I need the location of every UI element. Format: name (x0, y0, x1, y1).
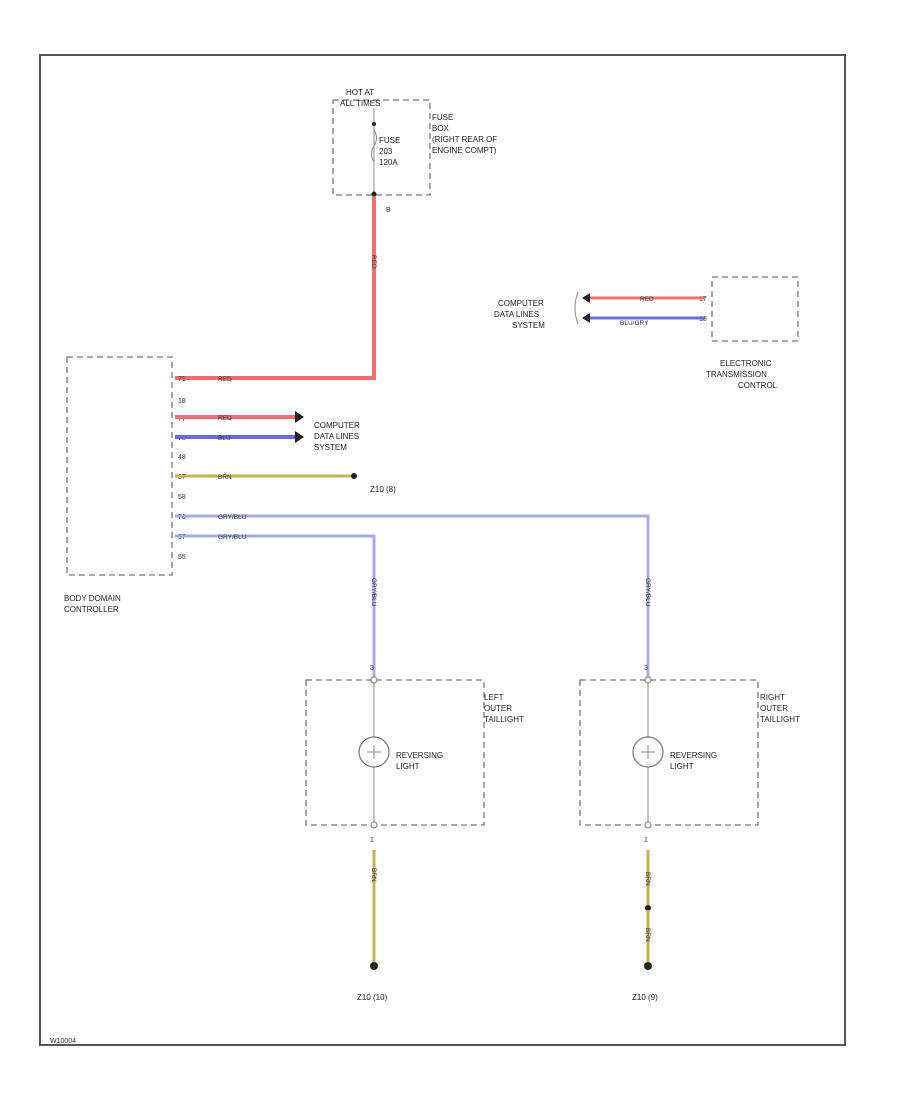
electronic-transmission-control: ELECTRONIC TRANSMISSION CONTROL 17 18 (699, 276, 799, 390)
left-taillight-outline (305, 679, 485, 826)
left-taillight-name: LEFT (484, 693, 504, 702)
etc-outline (711, 276, 799, 342)
left-ground-label: Z10 (10) (357, 993, 388, 1002)
fuse-box-hot-label-2: ALL TIMES (340, 99, 380, 108)
bcm-data-lines-label-3: SYSTEM (314, 443, 347, 452)
fuse-box-terminal-label: B (386, 207, 391, 214)
right-ground-label: Z10 (9) (632, 993, 658, 1002)
bcm-ground-label: Z10 (8) (370, 485, 396, 494)
etc-name-3: CONTROL (738, 381, 778, 390)
fuse-box-location: (RIGHT REAR OF (432, 135, 497, 144)
fuse-top-terminal (372, 122, 376, 126)
wire-right-brn-label: BRN (644, 872, 651, 886)
left-lamp-top-terminal (370, 676, 378, 684)
bcm-data-lines-label: COMPUTER (314, 421, 360, 430)
wire-grybl-left-label: GRY/BLU (218, 534, 247, 541)
fuse-box-outline (332, 99, 431, 196)
bulb-filament-icon (367, 745, 381, 759)
right-taillight-pin-top: 3 (644, 665, 648, 672)
right-lamp-label-2: LIGHT (670, 762, 694, 771)
left-taillight-name-3: TAILLIGHT (484, 715, 524, 724)
wire-etc-blu-label: BLU/GRY (620, 320, 649, 327)
left-lamp-label: REVERSING (396, 751, 443, 760)
bcm-outline (66, 356, 173, 576)
etc-name-2: TRANSMISSION (706, 370, 767, 379)
left-taillight-pin-top: 3 (370, 665, 374, 672)
fuse-box-hot-label: HOT AT (346, 88, 374, 97)
wire-red-feed-label: RED (370, 255, 377, 269)
etc-name: ELECTRONIC (720, 359, 772, 368)
wire-grybl-left (175, 534, 376, 680)
fuse-box-terminal (371, 191, 377, 197)
etc-data-lines-label: COMPUTER (498, 299, 544, 308)
wire-grybl-left-vert-label: GRY/BLU (370, 578, 377, 607)
right-taillight-outline (579, 679, 759, 826)
bcm-pin: 55 (178, 554, 186, 561)
wire-grybl-right-label: GRY/BLU (218, 514, 247, 521)
etc-data-lines-label-3: SYSTEM (512, 321, 545, 330)
diagram-frame (39, 54, 846, 1046)
wire-grybl-right-vert-label: GRY/BLU (644, 578, 651, 607)
arrow-icon (295, 411, 304, 423)
arrow-icon (582, 313, 590, 323)
fuse-box-name-2: BOX (432, 124, 450, 133)
left-ground-point (370, 962, 378, 970)
fuse-number: 203 (379, 147, 393, 156)
wire-right-brn-2-label: BRN (644, 928, 651, 942)
fuse-box: HOT AT ALL TIMES FUSE BOX (RIGHT REAR OF… (332, 88, 497, 214)
fuse-box-name: FUSE (432, 113, 453, 122)
bcm-ground-point (351, 473, 357, 479)
arrow-icon (582, 293, 590, 303)
bcm-name-2: CONTROLLER (64, 605, 119, 614)
wire-bcm-brn-label: BRN (218, 474, 232, 481)
bcm-pin: 18 (178, 398, 186, 405)
wire-bcm-blu-data-label: BLU (218, 435, 231, 442)
right-taillight-pin-bottom: 1 (644, 837, 648, 844)
bcm-pin: 71 (178, 376, 186, 383)
body-domain-controller: BODY DOMAIN CONTROLLER 71 18 77 78 48 37… (64, 356, 186, 614)
wire-red-bcm-label: RED (218, 376, 232, 383)
fuse-icon (371, 129, 377, 163)
right-taillight-name-3: TAILLIGHT (760, 715, 800, 724)
left-taillight-name-2: OUTER (484, 704, 512, 713)
fuse-box-location-2: ENGINE COMPT) (432, 146, 497, 155)
right-ground-point (644, 962, 652, 970)
wire-red-feed (175, 196, 376, 380)
left-outer-taillight: LEFT OUTER TAILLIGHT REVERSING LIGHT 1 (305, 676, 524, 844)
right-taillight-name-2: OUTER (760, 704, 788, 713)
etc-data-bracket (574, 291, 579, 325)
bcm-pin: 77 (178, 416, 186, 423)
bcm-name: BODY DOMAIN (64, 594, 121, 603)
fuse-rating: 120A (379, 158, 398, 167)
right-taillight-name: RIGHT (760, 693, 785, 702)
bcm-data-lines-label-2: DATA LINES (314, 432, 359, 441)
right-splice-point (645, 905, 651, 911)
arrow-icon (295, 431, 304, 443)
bulb-filament-icon (641, 745, 655, 759)
left-lamp-bottom-terminal (370, 821, 378, 829)
diagram-id: W10004 (50, 1038, 76, 1045)
wire-bcm-red-data-label: RED (218, 415, 232, 422)
wire-left-brn-label: BRN (370, 868, 377, 882)
fuse-label: FUSE (379, 136, 400, 145)
left-taillight-pin-bottom: 1 (370, 837, 374, 844)
left-lamp-label-2: LIGHT (396, 762, 420, 771)
wire-etc-red-label: RED (640, 296, 654, 303)
wire-grybl-right (175, 514, 650, 680)
bcm-pin: 48 (178, 454, 186, 461)
right-lamp-label: REVERSING (670, 751, 717, 760)
bcm-pin: 58 (178, 494, 186, 501)
right-lamp-bottom-terminal (644, 821, 652, 829)
etc-data-lines-label-2: DATA LINES (494, 310, 539, 319)
right-lamp-top-terminal (644, 676, 652, 684)
right-outer-taillight: RIGHT OUTER TAILLIGHT REVERSING LIGHT 1 (579, 676, 800, 844)
